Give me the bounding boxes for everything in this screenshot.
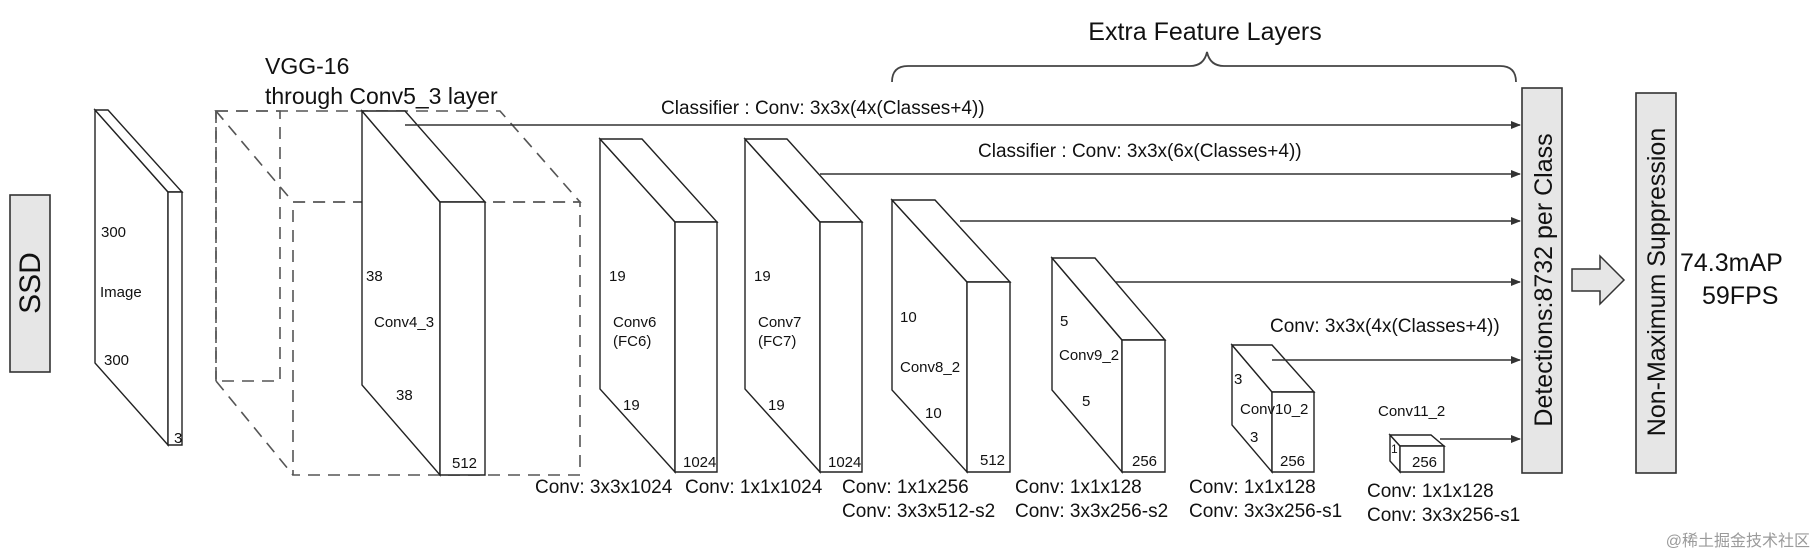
conv8-2-dim-bottom: 10: [925, 405, 942, 422]
conv7-depth: 1024: [828, 454, 861, 471]
conv8-2-block: 10 Conv8_2 10 512: [890, 198, 1012, 474]
conv10-2-dim-bottom: 3: [1250, 429, 1258, 446]
conv-op-conv8-line2: Conv: 3x3x512-s2: [842, 501, 995, 522]
flow-arrow-icon: [1571, 254, 1626, 306]
classifier-label-1: Classifier : Conv: 3x3x(4x(Classes+4)): [661, 98, 985, 119]
fps-result: 59FPS: [1702, 282, 1778, 310]
conv-op-conv9-line2: Conv: 3x3x256-s2: [1015, 501, 1168, 522]
vgg-label-line2: through Conv5_3 layer: [265, 83, 498, 109]
conv4-3-depth: 512: [452, 455, 477, 472]
conv6-depth: 1024: [683, 454, 716, 471]
conv10-2-name: Conv10_2: [1240, 401, 1308, 418]
conv-op-conv9-line1: Conv: 1x1x128: [1015, 477, 1142, 498]
conv10-2-block: 3 Conv10_2 3 256: [1230, 343, 1316, 474]
conv6-name: Conv6: [613, 314, 656, 331]
detections-box: Detections:8732 per Class: [1521, 87, 1563, 474]
conv10-2-depth: 256: [1280, 453, 1305, 470]
conv6-block: 19 Conv6 (FC6) 19 1024: [598, 137, 719, 474]
conv10-2-dim-top: 3: [1234, 371, 1242, 388]
conv9-2-depth: 256: [1132, 453, 1157, 470]
conv8-2-name: Conv8_2: [900, 359, 960, 376]
conv6-dim-bottom: 19: [623, 397, 640, 414]
conv4-3-dim-bottom: 38: [396, 387, 413, 404]
conv-op-conv11-line1: Conv: 1x1x128: [1367, 481, 1494, 502]
detections-label: Detections:8732 per Class: [1530, 133, 1558, 426]
conv-op-fc7: Conv: 1x1x1024: [685, 477, 823, 498]
classifier-label-3: Conv: 3x3x(4x(Classes+4)): [1270, 316, 1500, 337]
conv-op-conv10-line2: Conv: 3x3x256-s1: [1189, 501, 1342, 522]
conv4-3-name: Conv4_3: [374, 314, 434, 331]
image-block: 300 Image 300 3: [93, 108, 184, 447]
detection-arrows: [405, 121, 1521, 443]
image-depth: 3: [174, 430, 182, 447]
conv-op-conv10-line1: Conv: 1x1x128: [1189, 477, 1316, 498]
extra-feature-brace: [891, 51, 1517, 83]
ssd-label-box: SSD: [9, 194, 51, 373]
conv9-2-block: 5 Conv9_2 5 256: [1050, 256, 1167, 474]
conv-op-conv11-line2: Conv: 3x3x256-s1: [1367, 505, 1520, 526]
conv9-2-name: Conv9_2: [1059, 347, 1119, 364]
extra-feature-label: Extra Feature Layers: [1088, 18, 1321, 46]
conv-op-fc6: Conv: 3x3x1024: [535, 477, 673, 498]
conv11-2-depth: 256: [1412, 454, 1437, 471]
conv11-2-dim-top: 1: [1391, 442, 1398, 456]
conv8-2-depth: 512: [980, 452, 1005, 469]
conv8-2-dim-top: 10: [900, 309, 917, 326]
conv7-name: Conv7: [758, 314, 801, 331]
conv9-2-dim-top: 5: [1060, 313, 1068, 330]
conv11-2-block: Conv11_2 1 256: [1378, 403, 1446, 474]
ssd-label: SSD: [14, 252, 47, 314]
map-result: 74.3mAP: [1680, 249, 1783, 277]
conv4-3-block: 38 Conv4_3 38 512: [360, 109, 487, 477]
conv7-block: 19 Conv7 (FC7) 19 1024: [743, 137, 864, 474]
image-dim-bottom: 300: [104, 352, 129, 369]
image-dim-top: 300: [101, 224, 126, 241]
classifier-label-2: Classifier : Conv: 3x3x(6x(Classes+4)): [978, 141, 1302, 162]
conv-op-conv8-line1: Conv: 1x1x256: [842, 477, 969, 498]
nms-box: Non-Maximum Suppression: [1635, 92, 1677, 474]
conv4-3-dim-top: 38: [366, 268, 383, 285]
conv7-name2: (FC7): [758, 333, 796, 350]
vgg-label-line1: VGG-16: [265, 53, 349, 79]
conv7-dim-top: 19: [754, 268, 771, 285]
conv9-2-dim-bottom: 5: [1082, 393, 1090, 410]
image-name: Image: [100, 284, 142, 301]
watermark: @稀土掘金技术社区: [1666, 532, 1810, 550]
nms-label: Non-Maximum Suppression: [1643, 128, 1671, 436]
conv11-2-name: Conv11_2: [1378, 403, 1445, 420]
conv6-dim-top: 19: [609, 268, 626, 285]
conv6-name2: (FC6): [613, 333, 651, 350]
conv7-dim-bottom: 19: [768, 397, 785, 414]
